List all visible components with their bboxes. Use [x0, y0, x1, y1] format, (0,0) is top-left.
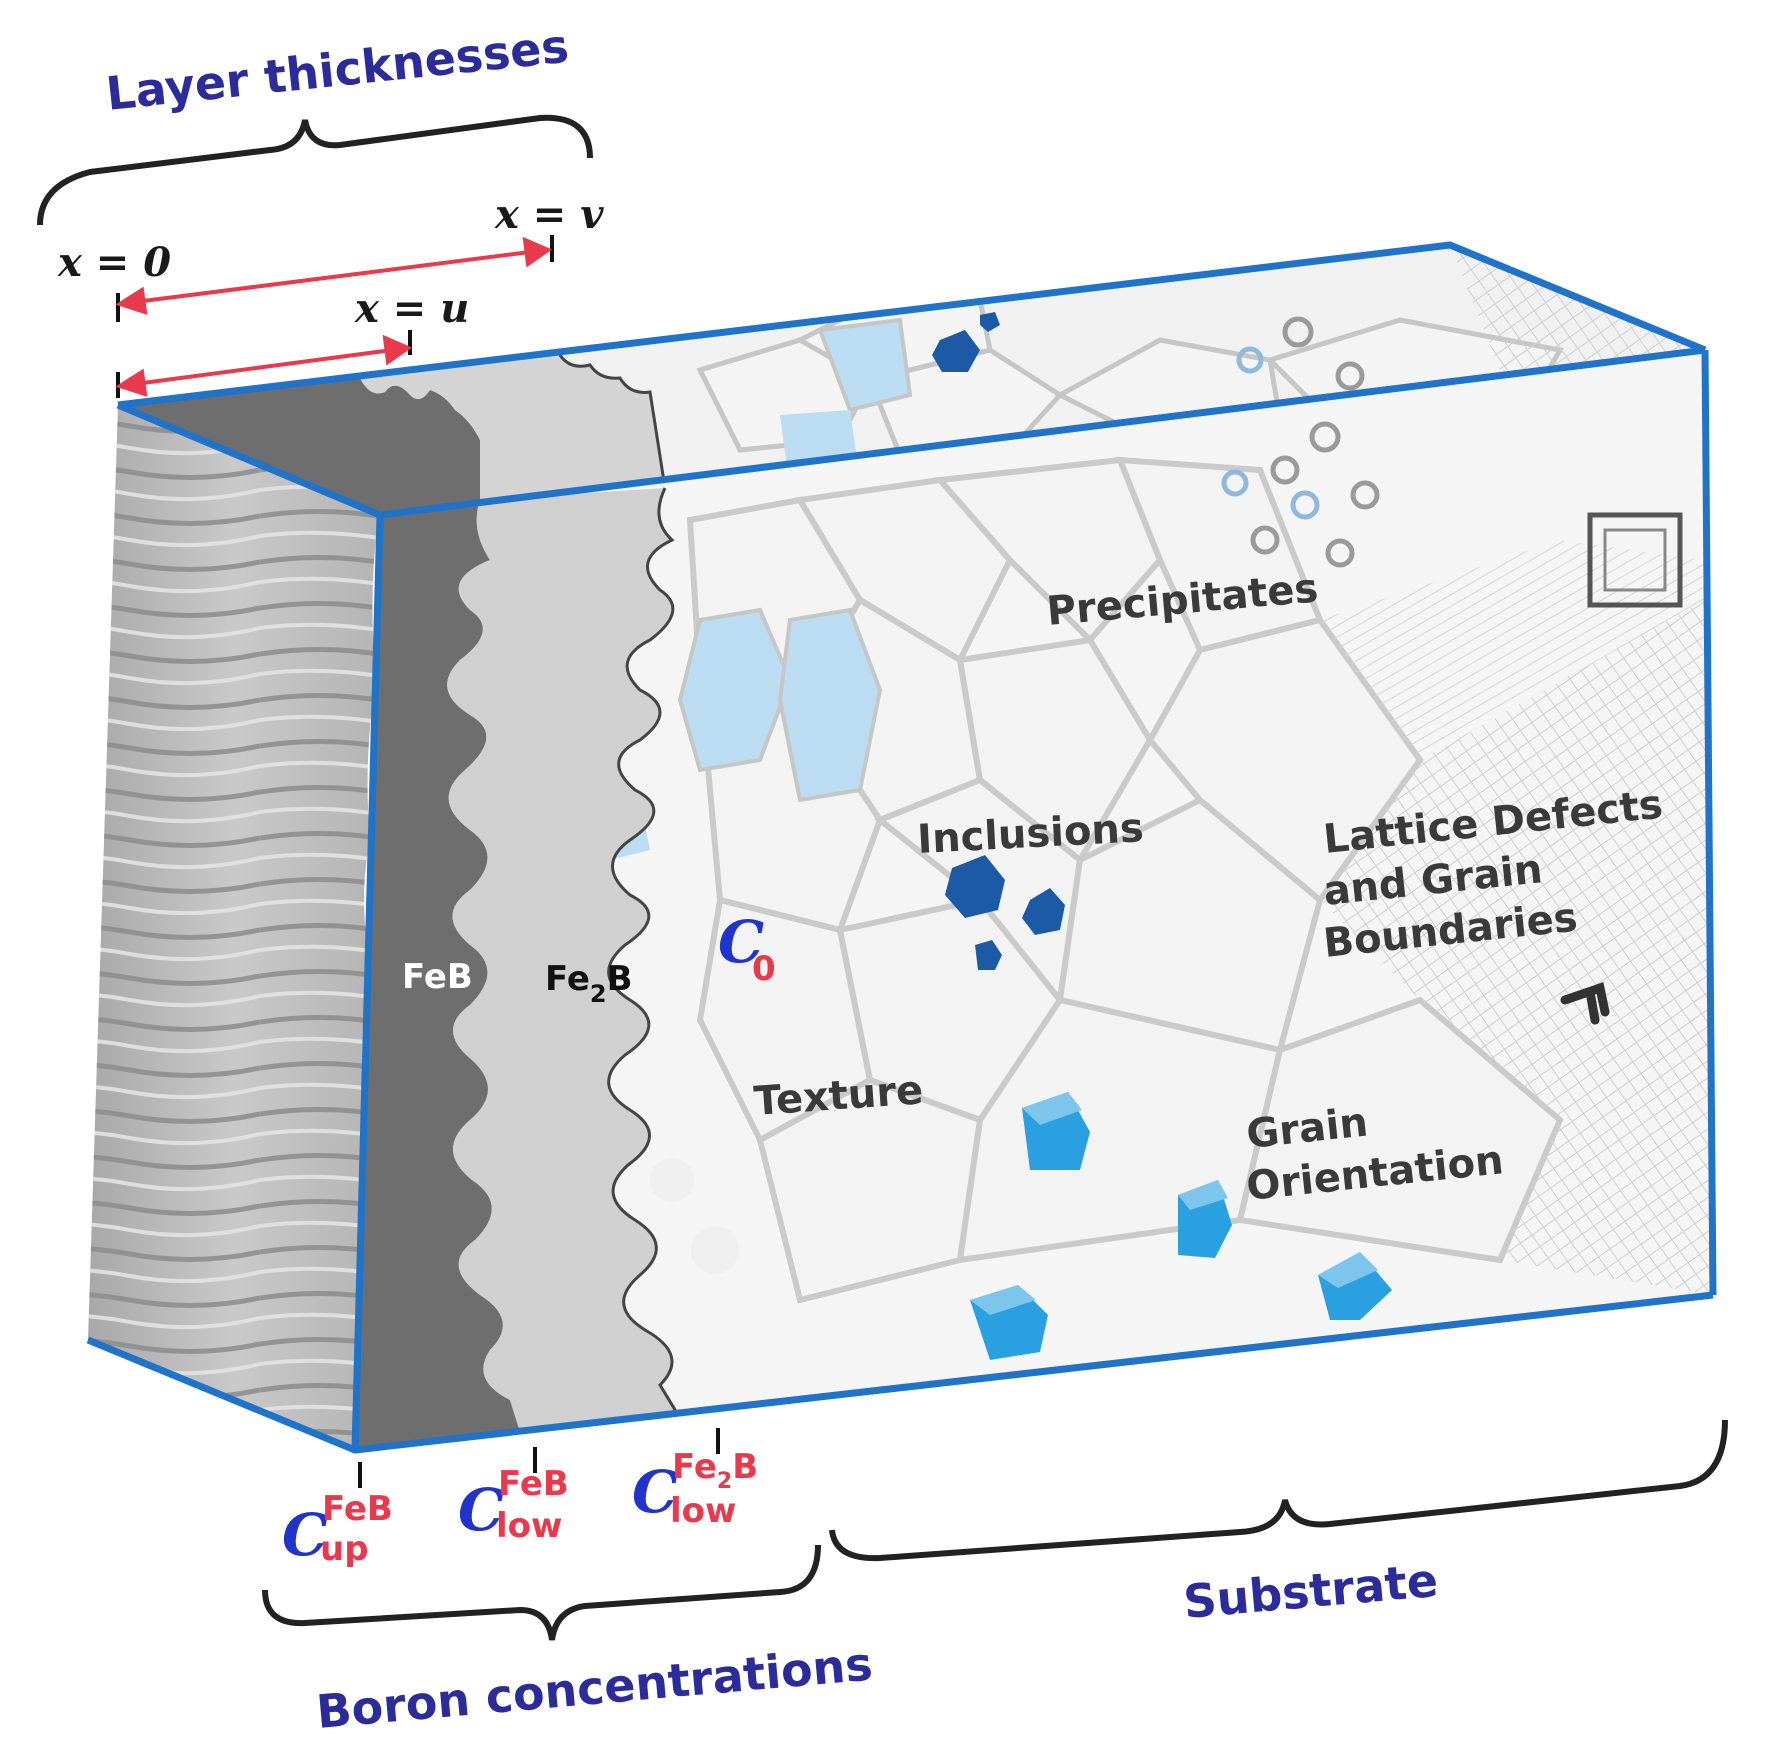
x0-label: x = 0 [57, 239, 171, 286]
substrate-heading: Substrate [1181, 1553, 1440, 1629]
xu-label: x = u [354, 285, 469, 332]
front-face [355, 350, 1713, 1450]
c-low-feb-superscript: FeB [498, 1464, 569, 1504]
grain-cubes [970, 1092, 1392, 1360]
xv-label: x = v [494, 191, 604, 238]
c0-symbol: C [718, 908, 764, 976]
c-low-fe2b-subscript: low [670, 1491, 736, 1531]
left-face [88, 405, 382, 1451]
substrate-brace [829, 1419, 1728, 1562]
c0-subscript: 0 [752, 949, 776, 989]
c-low-feb-symbol: C [458, 1476, 504, 1544]
c-up-subscript: up [320, 1529, 369, 1569]
boron-concentrations-heading: Boron concentrations [314, 1637, 874, 1739]
boron-concentrations-brace [262, 1544, 821, 1641]
c-low-feb-subscript: low [496, 1506, 562, 1546]
feb-phase-label: FeB [402, 957, 473, 997]
logo-box-icon [1587, 512, 1683, 608]
layer-thicknesses-heading: Layer thicknesses [104, 19, 572, 121]
frame-edges [86, 241, 1717, 1454]
c-low-fe2b-superscript: Fe2B [672, 1447, 758, 1494]
thickness-arrows [115, 236, 553, 397]
dislocation-icon [1560, 982, 1610, 1025]
inclusions [945, 855, 1065, 970]
precipitate-rings [1221, 421, 1380, 568]
c-up-symbol: C [282, 1501, 328, 1569]
layer-thickness-brace [37, 114, 593, 226]
concentration-ticks [358, 1428, 720, 1488]
c-low-fe2b-symbol: C [632, 1458, 678, 1526]
c-up-superscript: FeB [322, 1489, 393, 1529]
fe2b-phase-label: Fe2B [545, 959, 633, 1008]
